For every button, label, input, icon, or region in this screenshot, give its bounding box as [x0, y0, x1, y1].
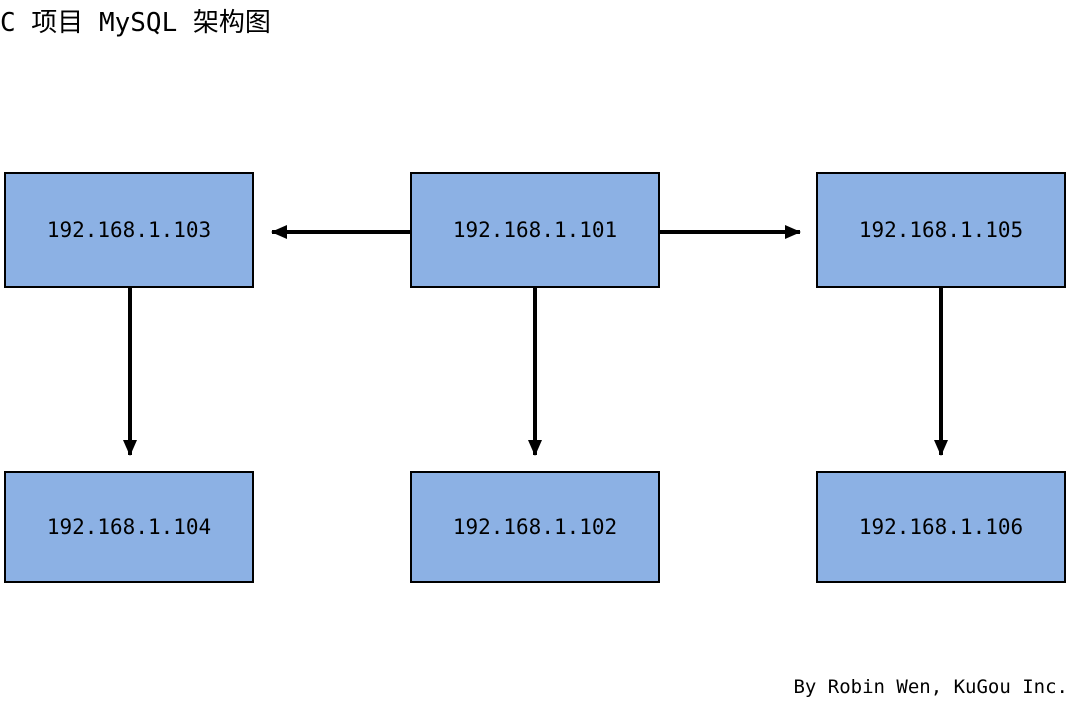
diagram-title: C 项目 MySQL 架构图	[0, 8, 271, 38]
footer-credit: By Robin Wen, KuGou Inc.	[793, 676, 1068, 698]
node-192-168-1-104[interactable]: 192.168.1.104	[4, 471, 254, 583]
node-label: 192.168.1.103	[46, 218, 212, 242]
node-label: 192.168.1.106	[858, 515, 1024, 539]
node-label: 192.168.1.105	[858, 218, 1024, 242]
node-192-168-1-105[interactable]: 192.168.1.105	[816, 172, 1066, 288]
node-192-168-1-102[interactable]: 192.168.1.102	[410, 471, 660, 583]
node-label: 192.168.1.101	[452, 218, 618, 242]
node-192-168-1-103[interactable]: 192.168.1.103	[4, 172, 254, 288]
node-192-168-1-106[interactable]: 192.168.1.106	[816, 471, 1066, 583]
node-label: 192.168.1.102	[452, 515, 618, 539]
node-192-168-1-101[interactable]: 192.168.1.101	[410, 172, 660, 288]
node-label: 192.168.1.104	[46, 515, 212, 539]
